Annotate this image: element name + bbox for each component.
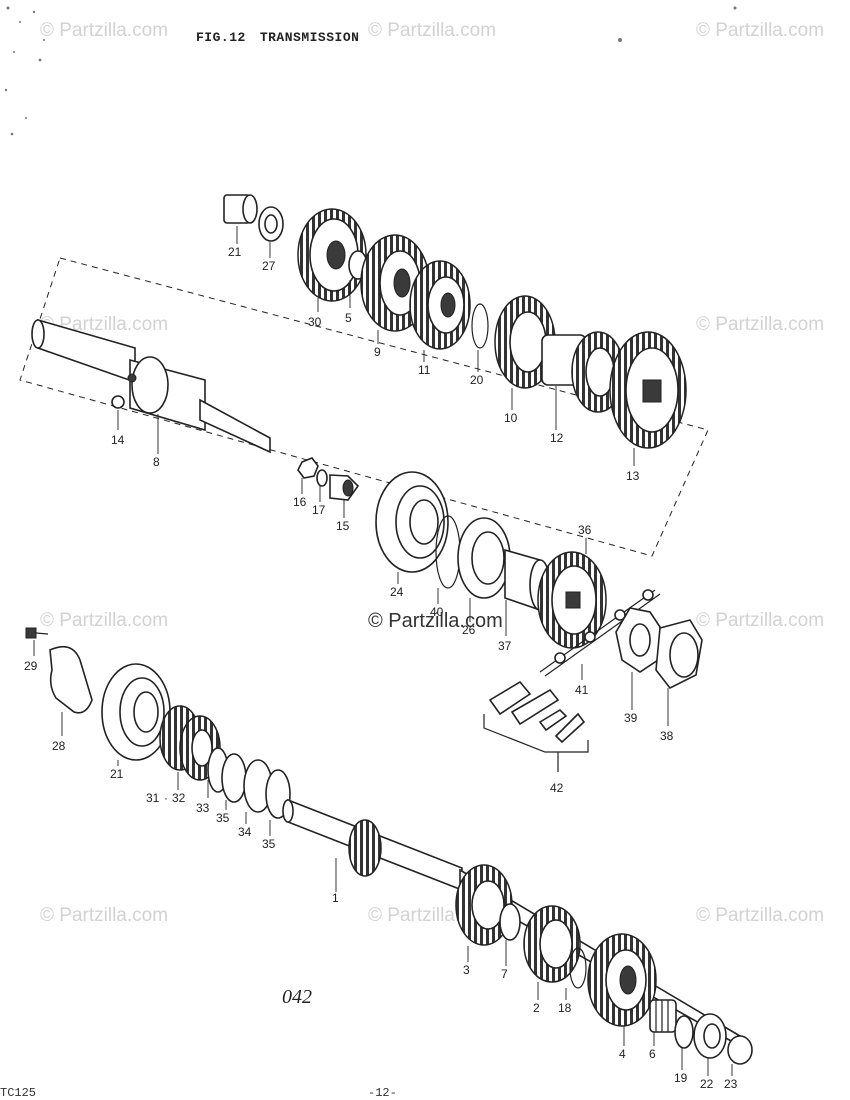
gear-30-shape bbox=[297, 208, 367, 302]
callout-30: 30 bbox=[308, 315, 322, 329]
circlip-18-shape bbox=[569, 947, 587, 989]
gear-2-shape bbox=[523, 905, 581, 983]
watermark: © Partzilla.com bbox=[696, 20, 825, 41]
washer-39-shape bbox=[615, 607, 663, 673]
callout-1: 1 bbox=[332, 891, 339, 905]
callout-12: 12 bbox=[550, 431, 564, 445]
callout-32: 32 bbox=[172, 791, 186, 805]
circlip-20-shape bbox=[471, 303, 489, 349]
nut-16-shape bbox=[297, 457, 319, 479]
callout-6: 6 bbox=[649, 1047, 656, 1061]
cap-23-shape bbox=[727, 1035, 753, 1065]
scan-noise bbox=[4, 6, 737, 136]
callout-20: 20 bbox=[470, 373, 484, 387]
callout-23: 23 bbox=[724, 1077, 738, 1091]
callout-dot: · bbox=[164, 791, 168, 805]
driveshaft-shape bbox=[31, 318, 271, 454]
callout-16: 16 bbox=[293, 495, 307, 509]
callout-18: 18 bbox=[558, 1001, 572, 1015]
callout-22: 22 bbox=[700, 1077, 714, 1091]
washer-35-shape bbox=[221, 753, 247, 803]
watermark: © Partzilla.com bbox=[696, 610, 825, 631]
sprocket-36-shape bbox=[537, 551, 607, 649]
callout-34: 34 bbox=[238, 825, 252, 839]
callout-38: 38 bbox=[660, 729, 674, 743]
callout-36: 36 bbox=[578, 523, 592, 537]
washer-19-shape bbox=[674, 1015, 694, 1049]
callout-13: 13 bbox=[626, 469, 640, 483]
callout-35b: 35 bbox=[262, 837, 276, 851]
callout-41: 41 bbox=[575, 683, 589, 697]
chain-41-shape bbox=[539, 589, 661, 677]
callout-15: 15 bbox=[336, 519, 350, 533]
callout-labels: 21 27 30 5 9 11 20 10 12 13 14 8 16 17 1… bbox=[24, 245, 738, 1091]
callout-28: 28 bbox=[52, 739, 66, 753]
callout-8: 8 bbox=[153, 455, 160, 469]
watermark: © Partzilla.com bbox=[696, 314, 825, 335]
nut-38-shape bbox=[655, 619, 703, 690]
callout-4: 4 bbox=[619, 1047, 626, 1061]
bearing-6-shape bbox=[649, 999, 677, 1033]
callout-25: 21 bbox=[228, 245, 242, 259]
watermark: © Partzilla.com bbox=[40, 905, 169, 926]
figure-number: FIG.12 bbox=[196, 30, 246, 45]
callout-37: 37 bbox=[498, 639, 512, 653]
callout-27: 27 bbox=[262, 259, 276, 273]
bearing-22-shape bbox=[693, 1013, 727, 1059]
seal-26-shape bbox=[457, 517, 511, 599]
washer-7-shape bbox=[499, 903, 521, 941]
bushing-25-shape bbox=[223, 194, 258, 224]
callout-10: 10 bbox=[504, 411, 518, 425]
callout-29: 29 bbox=[24, 659, 38, 673]
callout-39: 39 bbox=[624, 711, 638, 725]
callout-2: 2 bbox=[533, 1001, 540, 1015]
page-number: -12- bbox=[368, 1086, 397, 1100]
callout-33: 33 bbox=[196, 801, 210, 815]
spacer-15-shape bbox=[329, 474, 360, 501]
callout-5: 5 bbox=[345, 311, 352, 325]
callout-7: 7 bbox=[501, 967, 508, 981]
gear-3-shape bbox=[455, 864, 513, 946]
diagram-code: 042 bbox=[282, 986, 312, 1008]
leader-lines bbox=[33, 226, 733, 1076]
retainer-28-shape bbox=[49, 645, 93, 714]
model-label: TC125 bbox=[0, 1086, 37, 1100]
callout-9: 9 bbox=[374, 345, 381, 359]
callout-21: 21 bbox=[110, 767, 124, 781]
ball-14-shape bbox=[111, 395, 125, 409]
washer-17-shape bbox=[316, 469, 328, 487]
gear-13-shape bbox=[609, 331, 687, 449]
callout-24: 24 bbox=[390, 585, 404, 599]
screw-29-shape bbox=[25, 627, 49, 639]
figure-name: TRANSMISSION bbox=[259, 30, 360, 45]
callout-14: 14 bbox=[111, 433, 125, 447]
callout-31: 31 bbox=[146, 791, 160, 805]
joint-42-shape bbox=[483, 680, 589, 772]
callout-42: 42 bbox=[550, 781, 564, 795]
gear-11-shape bbox=[409, 260, 471, 350]
watermark: © Partzilla.com bbox=[40, 20, 169, 41]
bearing-24-shape bbox=[375, 471, 449, 573]
callout-40: 40 bbox=[430, 605, 444, 619]
callout-19: 19 bbox=[674, 1071, 688, 1085]
watermark: © Partzilla.com bbox=[368, 20, 497, 41]
callout-11: 11 bbox=[418, 363, 431, 377]
watermark: © Partzilla.com bbox=[696, 905, 825, 926]
watermark-center: © Partzilla.com bbox=[368, 610, 503, 632]
callout-17: 17 bbox=[312, 503, 326, 517]
watermark: © Partzilla.com bbox=[40, 610, 169, 631]
gear-4-shape bbox=[587, 933, 657, 1027]
callout-3: 3 bbox=[463, 963, 470, 977]
callout-26: 26 bbox=[462, 623, 476, 637]
callout-35: 35 bbox=[216, 811, 230, 825]
figure-title: FIG.12 TRANSMISSION bbox=[196, 30, 373, 45]
gear-10-shape bbox=[494, 295, 556, 389]
washer-27-shape bbox=[258, 206, 284, 242]
